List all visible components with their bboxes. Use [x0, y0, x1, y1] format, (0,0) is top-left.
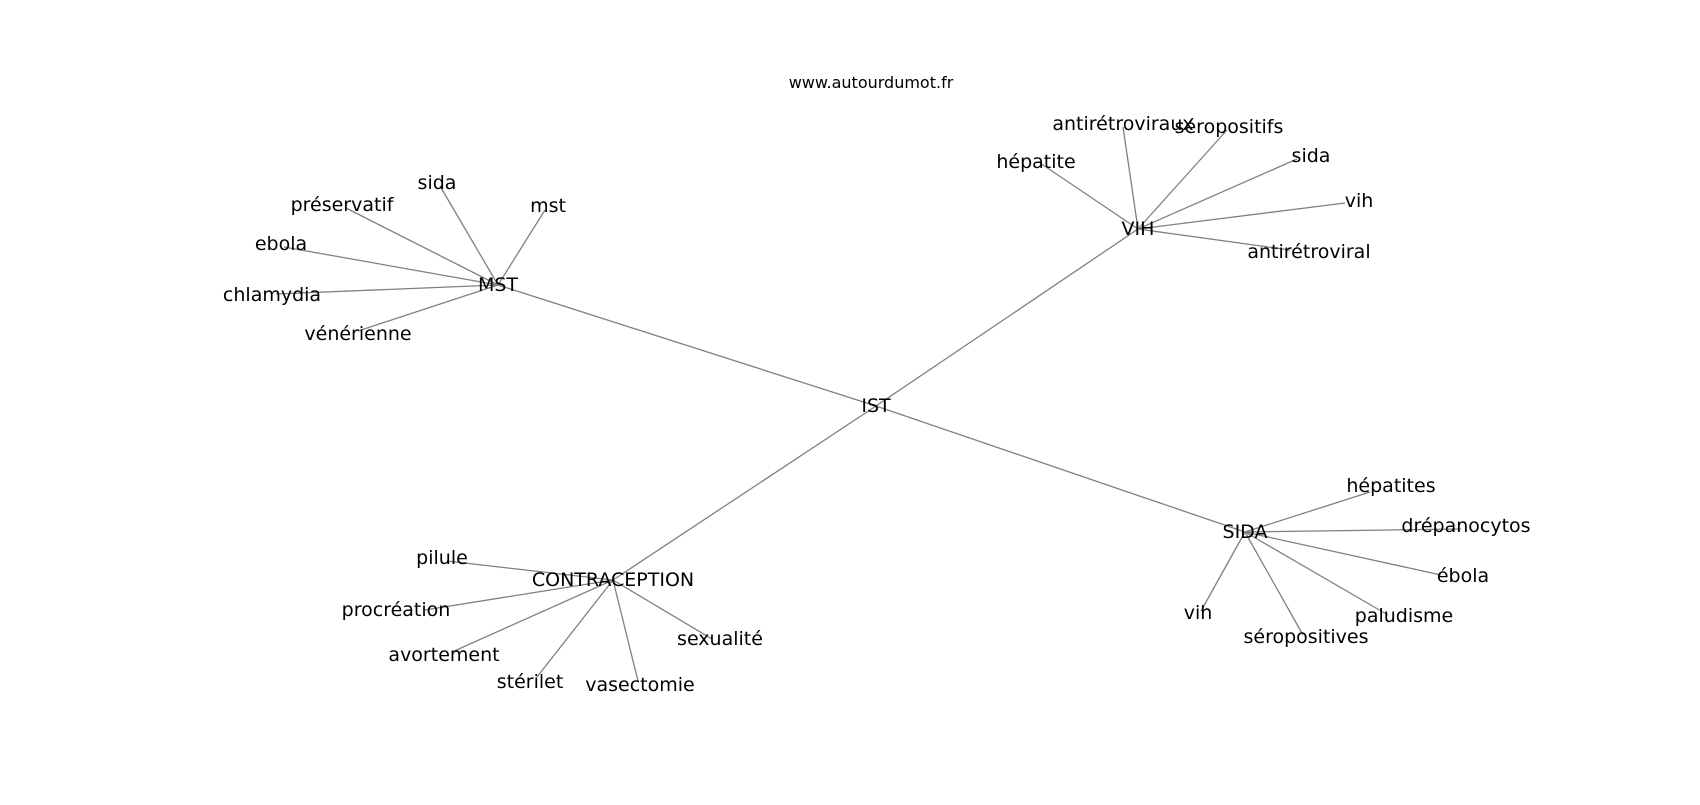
leaf-node-sida-drepanocytos: drépanocytos [1401, 515, 1530, 537]
leaf-node-sida-hepatites: hépatites [1346, 475, 1435, 497]
edge-mst-mst-mst [497, 209, 546, 286]
leaf-node-mst-mst: mst [530, 195, 566, 217]
leaf-node-vih-antiretroviral: antirétroviral [1247, 241, 1370, 263]
edge-mst-mst-venerienne [357, 284, 499, 332]
leaf-node-sida-seropositives: séropositives [1243, 626, 1368, 648]
leaf-node-contra-sexualite: sexualité [677, 628, 763, 650]
leaf-node-vih-hepatite: hépatite [996, 151, 1075, 173]
edge-contraception-contra-avortement [451, 579, 614, 653]
edge-vih-vih-seropositifs [1137, 129, 1228, 230]
edge-contraception-contra-pilule [446, 560, 614, 581]
edge-sida-sida-hepatites [1244, 491, 1371, 533]
edge-contraception-contra-vasectomie [612, 579, 639, 682]
source-caption: www.autourdumot.fr [789, 73, 954, 92]
branch-node-sida: SIDA [1223, 521, 1268, 543]
edge-mst-mst-preservatif [345, 207, 499, 286]
edge-vih-vih-sida [1137, 158, 1298, 230]
branch-node-contraception: CONTRACEPTION [532, 569, 694, 591]
leaf-node-sida-paludisme: paludisme [1355, 605, 1453, 627]
edge-ist-vih [875, 228, 1139, 407]
leaf-node-mst-sida: sida [418, 172, 457, 194]
edge-sida-sida-seropositives [1244, 531, 1304, 636]
edge-sida-sida-vih [1200, 531, 1246, 612]
leaf-node-vih-seropositifs: séropositifs [1175, 116, 1284, 138]
edge-vih-vih-vih [1137, 202, 1346, 230]
edge-contraception-contra-sexualite [612, 579, 713, 640]
leaf-node-vih-vih: vih [1345, 190, 1374, 212]
leaf-node-mst-ebola: ebola [255, 233, 307, 255]
edge-sida-sida-drepanocytos [1244, 528, 1462, 533]
root-node-ist: IST [861, 395, 891, 417]
leaf-node-contra-vasectomie: vasectomie [585, 674, 694, 696]
edge-mst-mst-sida [439, 185, 499, 286]
branch-node-mst: MST [478, 274, 518, 296]
edge-sida-sida-ebola [1244, 531, 1442, 576]
edge-ist-contraception [612, 405, 877, 581]
leaf-node-sida-vih: vih [1184, 602, 1213, 624]
leaf-node-mst-chlamydia: chlamydia [223, 284, 321, 306]
edge-vih-vih-antiretroviraux [1122, 126, 1139, 230]
leaf-node-contra-avortement: avortement [388, 644, 499, 666]
edge-contraception-contra-sterilet [536, 579, 614, 678]
leaf-node-mst-venerienne: vénérienne [304, 323, 411, 345]
edge-mst-mst-chlamydia [275, 284, 499, 295]
branch-node-vih: VIH [1122, 218, 1155, 240]
leaf-node-mst-preservatif: préservatif [291, 194, 395, 216]
edge-contraception-contra-procreation [424, 579, 614, 611]
edge-vih-vih-antiretroviral [1137, 228, 1291, 251]
edge-sida-sida-paludisme [1244, 531, 1389, 616]
edge-ist-sida [875, 405, 1246, 533]
graph-labels: IST MST sida mst préservatif ebola chlamydia vé… [223, 113, 1531, 696]
leaf-node-contra-pilule: pilule [416, 547, 468, 569]
leaf-node-sida-ebola: ébola [1437, 565, 1489, 587]
edge-ist-mst [497, 284, 877, 407]
leaf-node-contra-procreation: procréation [342, 599, 451, 621]
graph-edges [275, 126, 1462, 682]
leaf-node-vih-sida: sida [1292, 145, 1331, 167]
leaf-node-vih-antiretroviraux: antirétroviraux [1052, 113, 1193, 135]
edge-mst-mst-ebola [283, 246, 499, 286]
edge-vih-vih-hepatite [1039, 162, 1139, 230]
leaf-node-contra-sterilet: stérilet [497, 671, 564, 693]
